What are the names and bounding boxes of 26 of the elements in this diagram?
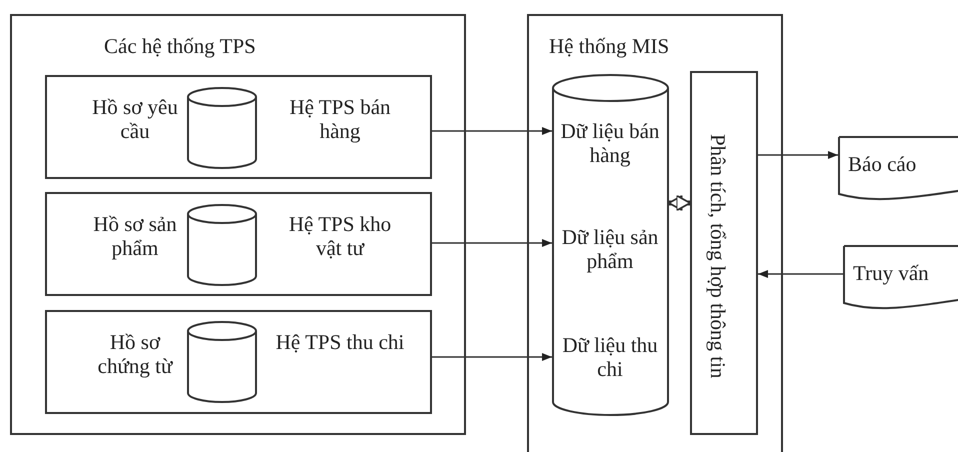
box-label: Phân tích, tổng hợp thông tin — [706, 132, 730, 380]
box-label: Hệ TPS bán hàng — [288, 95, 392, 144]
subsystem-box — [45, 192, 432, 296]
group-title: Các hệ thống TPS — [104, 34, 257, 58]
document-label: Báo cáo — [848, 152, 918, 176]
document-label: Truy vấn — [853, 261, 930, 286]
box-label: Dữ liệu bán hàng — [560, 119, 660, 168]
box-label: Hồ sơ sản phẩm — [92, 212, 178, 260]
box-label: Hồ sơ chứng từ — [96, 330, 174, 378]
system-group-box — [527, 14, 783, 452]
arrow — [432, 353, 552, 361]
box-label: Hồ sơ yêu cầu — [91, 95, 179, 144]
box-label: Hệ TPS thu chi — [275, 330, 405, 354]
group-title: Hệ thống MIS — [549, 34, 670, 58]
box-label: Dữ liệu sản phẩm — [560, 225, 660, 274]
system-group-box — [10, 14, 466, 435]
process-box — [690, 71, 758, 435]
arrow — [668, 194, 691, 212]
subsystem-box — [45, 310, 432, 414]
arrow — [432, 239, 552, 247]
box-label: Dữ liệu thu chi — [561, 333, 659, 382]
arrow — [758, 270, 843, 278]
subsystem-box — [45, 75, 432, 179]
arrow — [758, 151, 838, 159]
arrow — [432, 127, 552, 135]
box-label: Hệ TPS kho vật tư — [288, 212, 392, 260]
